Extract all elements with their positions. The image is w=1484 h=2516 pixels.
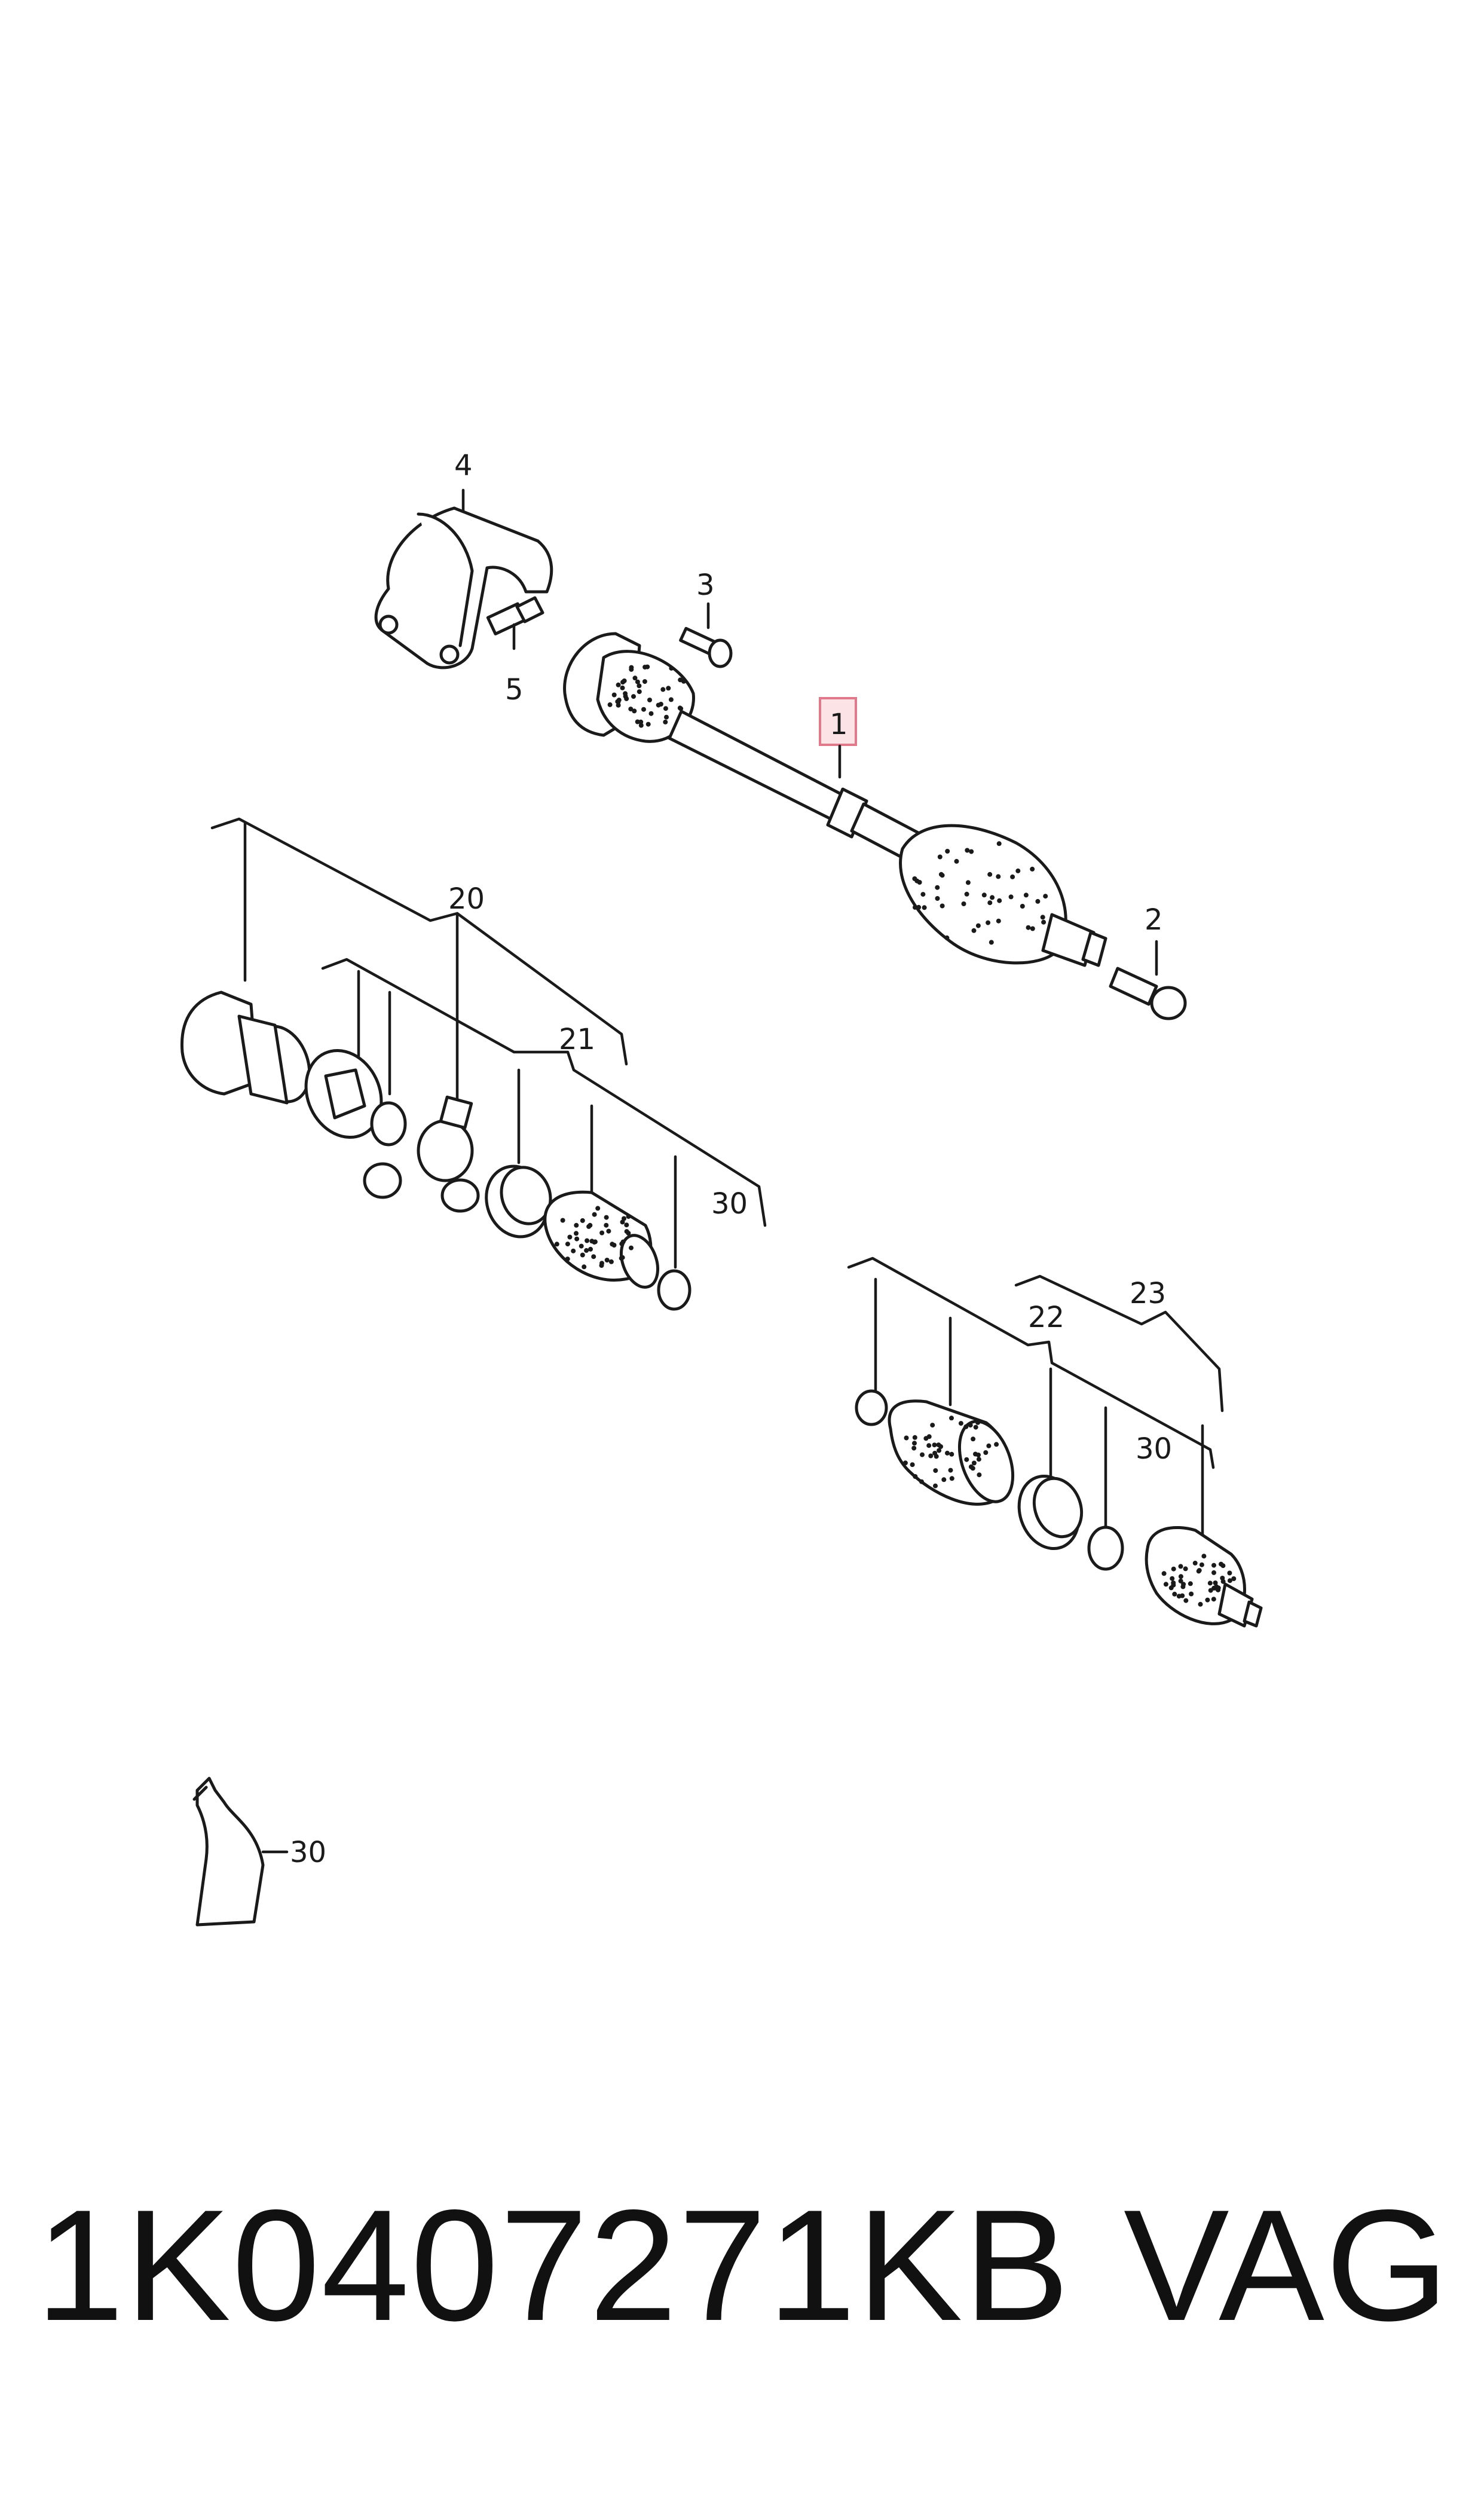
outer-boot-part <box>888 1399 1015 1506</box>
callout-5: 5 <box>505 673 524 707</box>
grease-tube-part <box>192 1777 265 1927</box>
callout-4: 4 <box>454 449 473 482</box>
callout-22: 22 <box>1028 1301 1064 1334</box>
callout-20: 20 <box>448 882 485 916</box>
screw-3-part <box>679 626 733 668</box>
callout-23: 23 <box>1130 1277 1166 1310</box>
boot-texture-dots <box>912 841 1048 945</box>
callout-2: 2 <box>1145 903 1163 937</box>
spider-tripod-part <box>363 1095 480 1213</box>
bracket-20 <box>210 817 628 1066</box>
outer-cv-joint-part <box>1145 1526 1263 1628</box>
bolt-5-part <box>486 596 544 635</box>
part-number-label: 1K0407271KB <box>36 2177 1071 2354</box>
bracket-23 <box>1014 1274 1224 1413</box>
inner-joint-housing-part <box>180 990 311 1105</box>
callout-21: 21 <box>559 1023 595 1056</box>
boot-texture-dots <box>607 664 686 728</box>
brand-label: VAG <box>1124 2177 1450 2354</box>
outer-circlip-part <box>1087 1526 1124 1571</box>
boot-texture-dots <box>902 1416 999 1488</box>
heat-shield-part <box>374 506 553 669</box>
callout-3: 3 <box>696 568 715 602</box>
bracket-21 <box>321 958 767 1227</box>
callout-30-a: 30 <box>711 1187 748 1221</box>
circlip-part <box>370 1101 407 1147</box>
spider-plate-part <box>304 1048 383 1139</box>
inner-boot-part <box>543 1190 659 1289</box>
bracket-22 <box>847 1257 1215 1469</box>
boot-texture-dots <box>1161 1554 1237 1607</box>
small-clip-part-a <box>657 1269 691 1311</box>
outer-hose-clamp-part <box>1017 1474 1084 1551</box>
hose-clamp-part <box>485 1164 552 1239</box>
callout-30-b: 30 <box>1136 1432 1172 1466</box>
small-clip-part-b <box>855 1389 888 1426</box>
callout-1: 1 <box>830 708 848 741</box>
bolt-2-part <box>1109 967 1187 1020</box>
callout-30-c: 30 <box>290 1836 326 1869</box>
highlight-1 <box>819 697 857 746</box>
boot-texture-dots <box>554 1206 634 1270</box>
